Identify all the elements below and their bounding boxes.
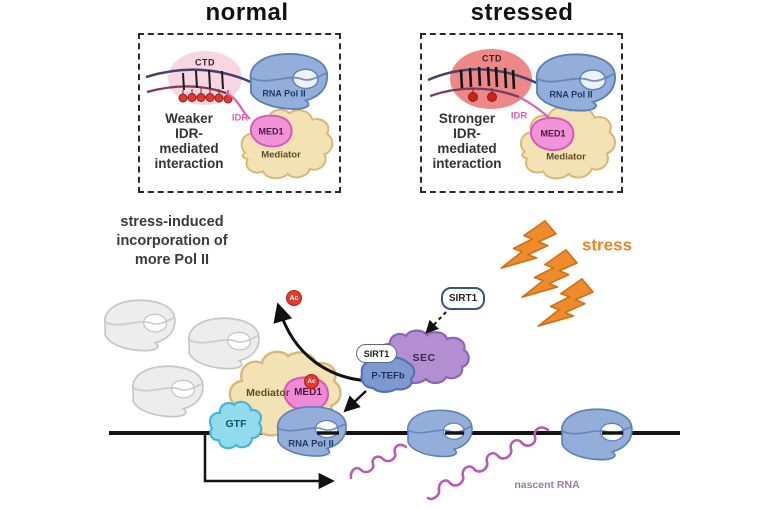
- note-line: IDR-: [453, 126, 481, 141]
- sirt1-bound-pill: SIRT1: [356, 344, 397, 363]
- ctd-label: CTD: [482, 53, 502, 64]
- panel-stressed-border: [420, 33, 623, 193]
- panel-stressed-title: stressed: [470, 0, 574, 26]
- free-pol2-blob: [188, 318, 259, 369]
- note-line: mediated: [159, 141, 219, 156]
- note-line: incorporation of: [116, 233, 228, 249]
- panel-normal-title: normal: [205, 0, 289, 26]
- free-pol2-blob: [132, 366, 203, 417]
- ctd-label: CTD: [195, 57, 215, 68]
- panel-normal-graphics: [145, 51, 334, 180]
- weaker-interaction-note: Weaker IDR- mediated interaction: [154, 111, 223, 171]
- ac-released-badge: Ac: [286, 290, 302, 306]
- note-line: stress-induced: [120, 214, 224, 230]
- ac-med1-badge: Ac: [304, 374, 319, 389]
- stronger-interaction-note: Stronger IDR- mediated interaction: [432, 111, 501, 171]
- free-pol2-blob: [104, 300, 175, 351]
- panel-normal-border: [138, 33, 341, 193]
- nascent-rna-squiggle: [426, 426, 550, 501]
- ctd-line-top: [145, 68, 254, 85]
- ptefb-to-pol2-arrow: [343, 390, 367, 413]
- note-line: interaction: [432, 156, 502, 171]
- stress-induced-note: stress-induced incorporation of more Pol…: [116, 213, 227, 270]
- ctd-line-bottom: [146, 85, 227, 95]
- stress-label: stress: [581, 235, 633, 255]
- ctd-ticks: [459, 66, 516, 90]
- sirt1-free-pill: SIRT1: [441, 287, 485, 310]
- note-line: IDR-: [175, 126, 203, 141]
- gtf-label: GTF: [225, 417, 247, 430]
- mediator-label: Mediator: [546, 151, 586, 163]
- med1-label: MED1: [258, 126, 284, 137]
- acetyl-marks: [468, 88, 497, 102]
- idr-label: IDR: [510, 110, 528, 122]
- note-line: Weaker: [165, 111, 213, 126]
- med1-label: MED1: [540, 128, 566, 139]
- nascent-rna-squiggle: [349, 443, 408, 480]
- bottom-schematic: [104, 214, 680, 501]
- acetyl-marks: [178, 88, 233, 104]
- rna-pol2-label: RNA Pol II: [288, 438, 334, 450]
- note-line: mediated: [437, 141, 497, 156]
- note-line: Stronger: [438, 111, 496, 126]
- idr-linker: [225, 92, 251, 120]
- mediator-label: Mediator: [246, 386, 290, 399]
- mediator-label: Mediator: [261, 149, 301, 161]
- rna-pol2-label: RNA Pol II: [262, 88, 306, 99]
- note-line: interaction: [154, 156, 224, 171]
- ctd-line-bottom: [429, 87, 520, 99]
- nascent-rna-label: nascent RNA: [514, 478, 580, 491]
- rna-pol2-label: RNA Pol II: [549, 89, 593, 100]
- panel-stressed-graphics: [427, 49, 617, 180]
- sirt1-recruitment-arrow: [425, 311, 447, 334]
- deacetylation-arrow: [273, 302, 371, 383]
- ctd-ticks: [182, 69, 224, 91]
- sec-label: SEC: [412, 351, 436, 364]
- med1-label: MED1: [294, 387, 322, 398]
- lightning-bolt-icon: [499, 214, 597, 342]
- ptefb-label: P-TEFb: [371, 370, 405, 382]
- idr-label: IDR: [231, 112, 249, 124]
- transcription-arrow: [203, 435, 335, 490]
- note-line: more Pol II: [134, 252, 210, 268]
- ctd-line-top: [427, 68, 546, 89]
